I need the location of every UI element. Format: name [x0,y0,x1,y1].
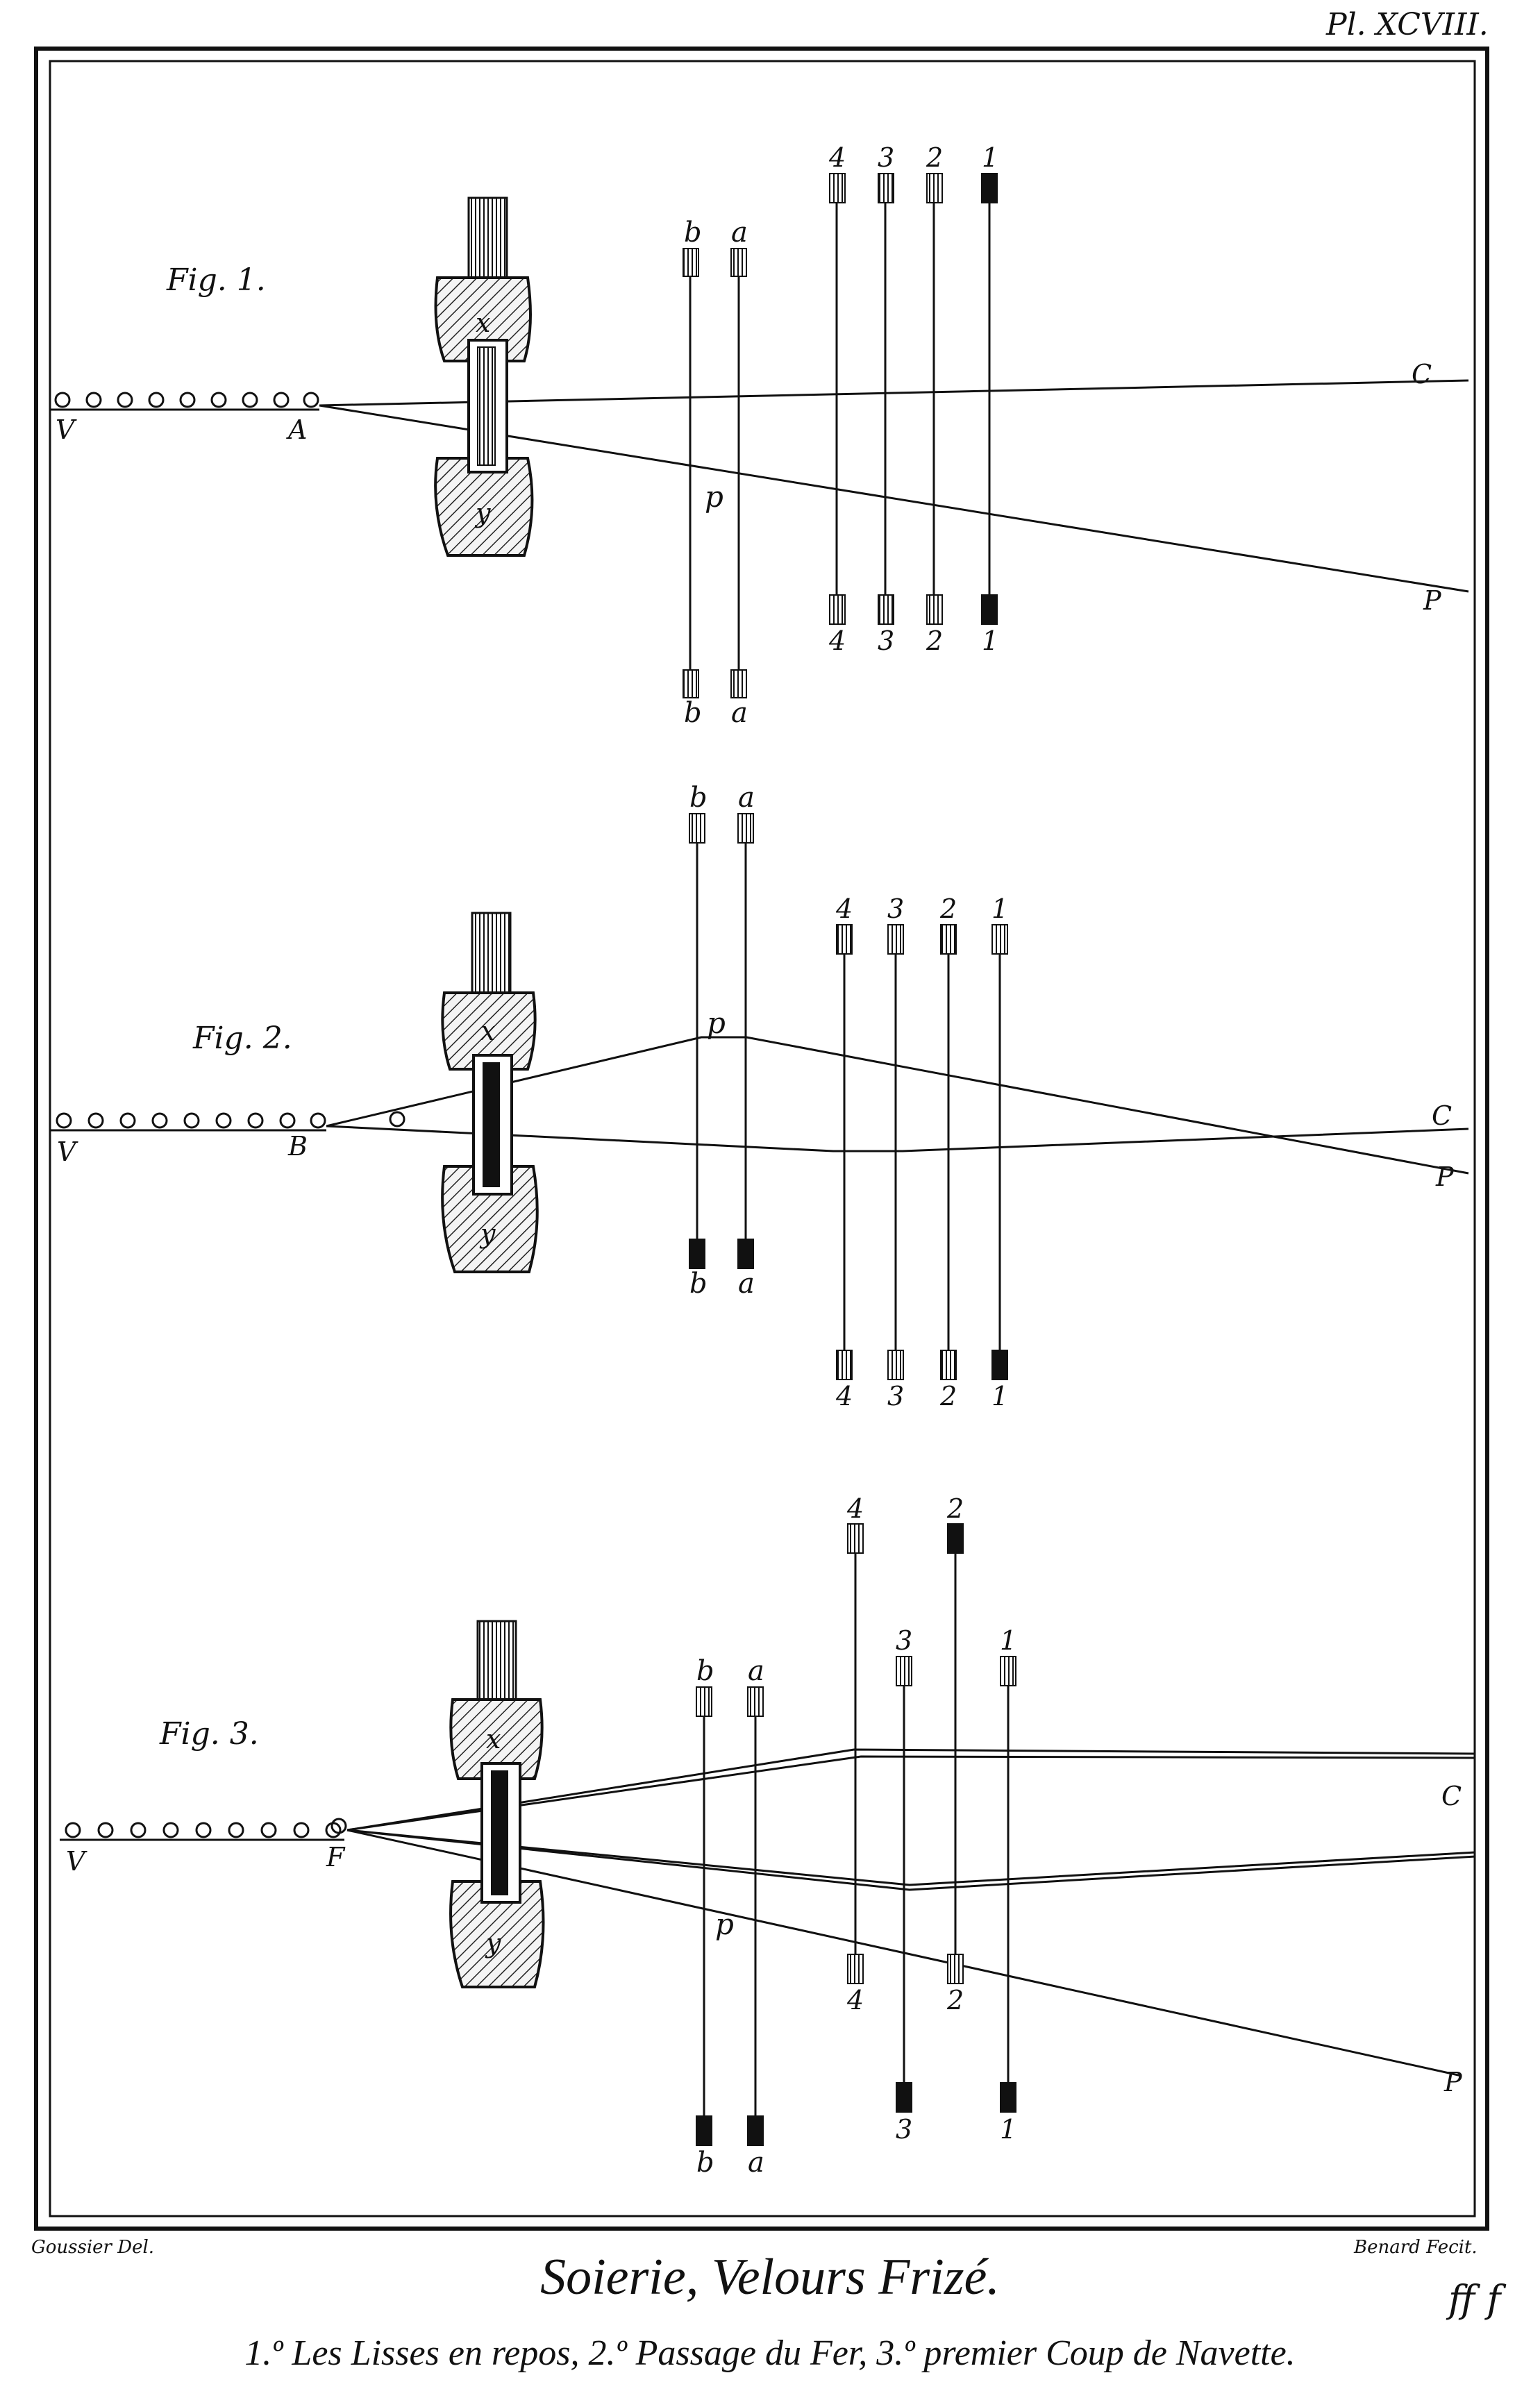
fig2-label-pp: P [1435,1162,1455,1192]
fig3-label-a-top: a [748,1655,764,1687]
fig1-label-2-top: 2 [926,142,943,173]
fig3-label-1-bottom: 1 [1000,2114,1016,2145]
plate-number: Pl. XCVIII. [1325,7,1489,42]
fig2-label-1-top: 1 [991,894,1008,924]
plate-mark: ff f [1446,2277,1506,2321]
plate-frame [34,47,1489,2231]
fig1-label-v: V [56,414,77,445]
fig1-velvet-loops [50,392,319,411]
fig1-label-b-bottom: b [684,697,702,729]
fig2-label-2-top: 2 [939,894,957,924]
fig2-label-2-bottom: 2 [939,1381,957,1411]
fig3-label-c: C [1441,1781,1462,1811]
fig1-harness-1-4 [829,173,998,625]
fig2-label-p: p [707,1006,726,1040]
fig1-label-c: C [1412,359,1432,389]
fig1-label-4-top: 4 [828,142,846,173]
figure-1: Fig. 1. V A x y [50,142,1469,729]
fig2-warp-threads [326,1036,1469,1175]
plate-subtitle: 1.º Les Lisses en repos, 2.º Passage du … [244,2333,1296,2373]
fig2-label-v: V [57,1137,78,1167]
fig1-batten: x y [434,196,534,557]
fig2-caption: Fig. 2. [192,1021,292,1056]
fig1-label-3-bottom: 3 [878,626,894,656]
fig1-warp-threads [319,379,1469,593]
fig2-label-c: C [1432,1100,1452,1131]
fig3-label-3-top: 3 [896,1625,912,1656]
fig3-caption: Fig. 3. [159,1716,259,1752]
fig3-label-v: V [66,1846,87,1877]
fig2-label-3-bottom: 3 [887,1381,904,1411]
fig3-label-3-bottom: 3 [896,2114,912,2145]
fig2-label-y: y [479,1218,496,1249]
fig1-label-a-bottom: a [731,697,748,729]
fig1-label-y: y [474,498,491,528]
fig2-label-a-bottom: a [738,1268,755,1300]
fig2-label-b-top: b [689,782,708,814]
fig1-caption: Fig. 1. [166,262,266,298]
credit-engraver: Benard Fecit. [1353,2237,1478,2258]
fig1-label-1-top: 1 [982,142,998,173]
fig3-harness-1-4 [847,1523,1016,2113]
fig2-label-4-bottom: 4 [835,1381,853,1411]
fig2-label-1-bottom: 1 [991,1381,1008,1411]
fig1-label-2-bottom: 2 [926,626,943,656]
fig3-label-2-bottom: 2 [946,1985,964,2015]
fig3-label-a-bottom: a [748,2147,764,2179]
fig2-batten: x y [441,912,539,1273]
fig2-velvet-loops [50,1112,326,1132]
fig3-label-p: p [715,1907,734,1941]
fig3-label-2-top: 2 [946,1493,964,1524]
fig1-label-4-bottom: 4 [828,626,846,656]
fig3-label-y: y [485,1928,501,1959]
fig3-harness-ab [696,1686,764,2146]
fig2-label-3-top: 3 [887,894,904,924]
fig2-label-a-top: a [738,782,755,814]
fig1-label-pp: P [1423,585,1442,616]
fig3-label-b-bottom: b [696,2147,714,2179]
fig1-label-p: p [705,480,723,514]
fig3-label-x: x [486,1724,501,1754]
fig2-label-b-bottom: b [689,1268,708,1300]
fig2-label-x: x [480,1016,495,1046]
fig3-label-4-top: 4 [846,1493,864,1524]
fig2-harness-1-4 [836,924,1008,1380]
plate-title: Soierie, Velours Frizé. [540,2249,1000,2306]
fig3-label-pp: P [1443,2067,1463,2097]
fig2-label-b: B [287,1131,308,1162]
fig3-batten: x y [449,1620,545,1988]
fig3-label-f: F [326,1842,346,1872]
fig3-label-1-top: 1 [1000,1625,1016,1656]
figure-2: Fig. 2. V B x y [50,782,1469,1411]
credit-draughtsman: Goussier Del. [31,2237,154,2258]
fig1-label-x: x [476,308,490,338]
fig1-label-a-top: a [731,217,748,249]
fig1-label-b-top: b [684,217,702,249]
fig2-harness-ab [689,813,754,1269]
fig3-label-4-bottom: 4 [846,1985,864,2015]
figure-3: Fig. 3. V F x y [60,1493,1476,2179]
fig1-label-3-top: 3 [878,142,894,173]
fig1-harness-ab [683,248,747,698]
fig1-label-a: A [286,414,307,445]
fig2-label-4-top: 4 [835,894,853,924]
fig3-velvet-loops [60,1822,344,1841]
fig1-label-1-bottom: 1 [982,626,998,656]
fig3-iron-rod-end [330,1818,347,1834]
fig2-iron-rod-end [389,1111,405,1127]
fig3-label-b-top: b [696,1655,714,1687]
